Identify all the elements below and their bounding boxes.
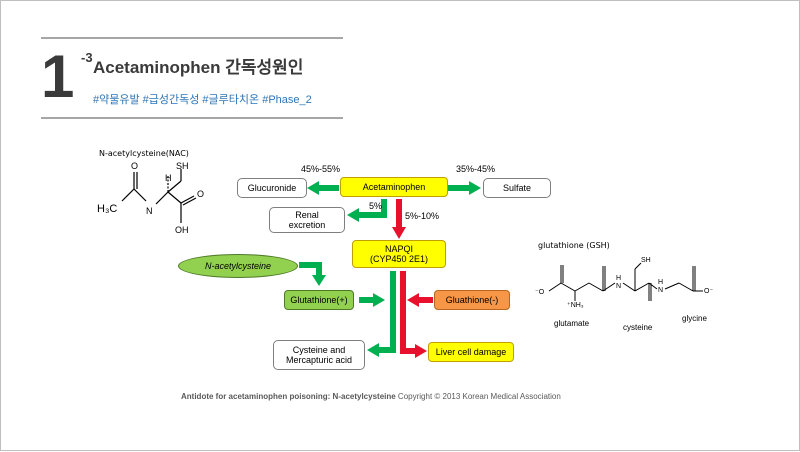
gsh-atom-nh3: ⁺NH₃ bbox=[567, 302, 584, 309]
gsh-atom-o-minus-right: O⁻ bbox=[704, 288, 714, 295]
glutathione-minus-box: Gluathione(-) bbox=[434, 290, 510, 310]
arrow-napqi-to-cysteine bbox=[367, 271, 396, 357]
arrow-glutathione-to-pathway bbox=[359, 293, 385, 307]
gsh-glutamate-label: glutamate bbox=[554, 319, 590, 328]
arrow-to-renal bbox=[347, 199, 387, 222]
nac-label: N-acetylcysteine(NAC) bbox=[99, 149, 189, 158]
arrow-glutathione-minus bbox=[407, 293, 433, 307]
glutathione-plus-box: Glutathione(+) bbox=[284, 290, 354, 310]
footer-bold: Antidote for acetaminophen poisoning: N-… bbox=[181, 392, 396, 401]
napqi-line2: (CYP450 2E1) bbox=[369, 254, 429, 264]
gsh-atom-h2: H bbox=[658, 279, 664, 286]
pct-sulfate: 35%-45% bbox=[456, 164, 496, 174]
pct-napqi: 5%-10% bbox=[405, 211, 440, 221]
hashtags: #약물유발 #급성간독성 #글루타치온 #Phase_2 bbox=[93, 94, 312, 106]
page-title: Acetaminophen 간독성원인 bbox=[93, 58, 304, 77]
nac-atom-sh: SH bbox=[176, 161, 189, 171]
napqi-line1: NAPQI bbox=[384, 244, 413, 254]
gsh-glycine-label: glycine bbox=[682, 314, 707, 323]
arrow-to-glucuronide bbox=[307, 181, 339, 195]
gsh-atom-n1: N bbox=[616, 283, 622, 290]
renal-excretion-box: Renal excretion bbox=[269, 207, 345, 233]
cysteine-line1: Cysteine and bbox=[292, 345, 346, 355]
arrow-nac-to-glutathione bbox=[299, 262, 326, 286]
section-number: 1 bbox=[41, 43, 75, 110]
nac-atom-oh: OH bbox=[175, 225, 189, 235]
nac-atom-h3c: H₃C bbox=[97, 203, 118, 215]
gsh-atom-n2: N bbox=[658, 287, 664, 294]
gsh-structure bbox=[548, 262, 703, 301]
cysteine-mercapturic-box: Cysteine and Mercapturic acid bbox=[273, 340, 365, 370]
gsh-atom-h1: H bbox=[616, 275, 622, 282]
pct-glucuronide: 45%-55% bbox=[301, 164, 341, 174]
footer-citation: Antidote for acetaminophen poisoning: N-… bbox=[181, 392, 561, 401]
nac-atom-o2: O bbox=[197, 189, 205, 199]
arrow-to-sulfate bbox=[447, 181, 481, 195]
acetaminophen-box: Acetaminophen bbox=[340, 177, 448, 197]
gsh-atom-o-minus: ⁻O bbox=[535, 289, 545, 296]
section-superscript: -3 bbox=[81, 50, 93, 65]
arrow-to-napqi bbox=[392, 199, 406, 239]
gsh-atom-sh: SH bbox=[641, 257, 651, 264]
header-bottom-rule bbox=[41, 117, 343, 119]
sulfate-box: Sulfate bbox=[483, 178, 551, 198]
cysteine-line2: Mercapturic acid bbox=[285, 355, 353, 365]
arrow-napqi-to-liver bbox=[400, 271, 427, 358]
nac-atom-n: N bbox=[146, 206, 153, 216]
gsh-label: glutathione (GSH) bbox=[538, 241, 610, 250]
nac-structure bbox=[121, 169, 197, 223]
header-top-rule bbox=[41, 37, 343, 39]
footer-rest: Copyright © 2013 Korean Medical Associat… bbox=[395, 392, 561, 401]
glucuronide-box: Glucuronide bbox=[237, 178, 307, 198]
gsh-cysteine-label: cysteine bbox=[623, 323, 653, 332]
liver-damage-box: Liver cell damage bbox=[428, 342, 514, 362]
napqi-box: NAPQI (CYP450 2E1) bbox=[352, 240, 446, 268]
nac-ellipse: N-acetylcysteine bbox=[178, 254, 298, 278]
nac-atom-o: O bbox=[131, 161, 139, 171]
pct-renal: 5% bbox=[369, 201, 383, 211]
nac-atom-h: H bbox=[165, 173, 172, 183]
